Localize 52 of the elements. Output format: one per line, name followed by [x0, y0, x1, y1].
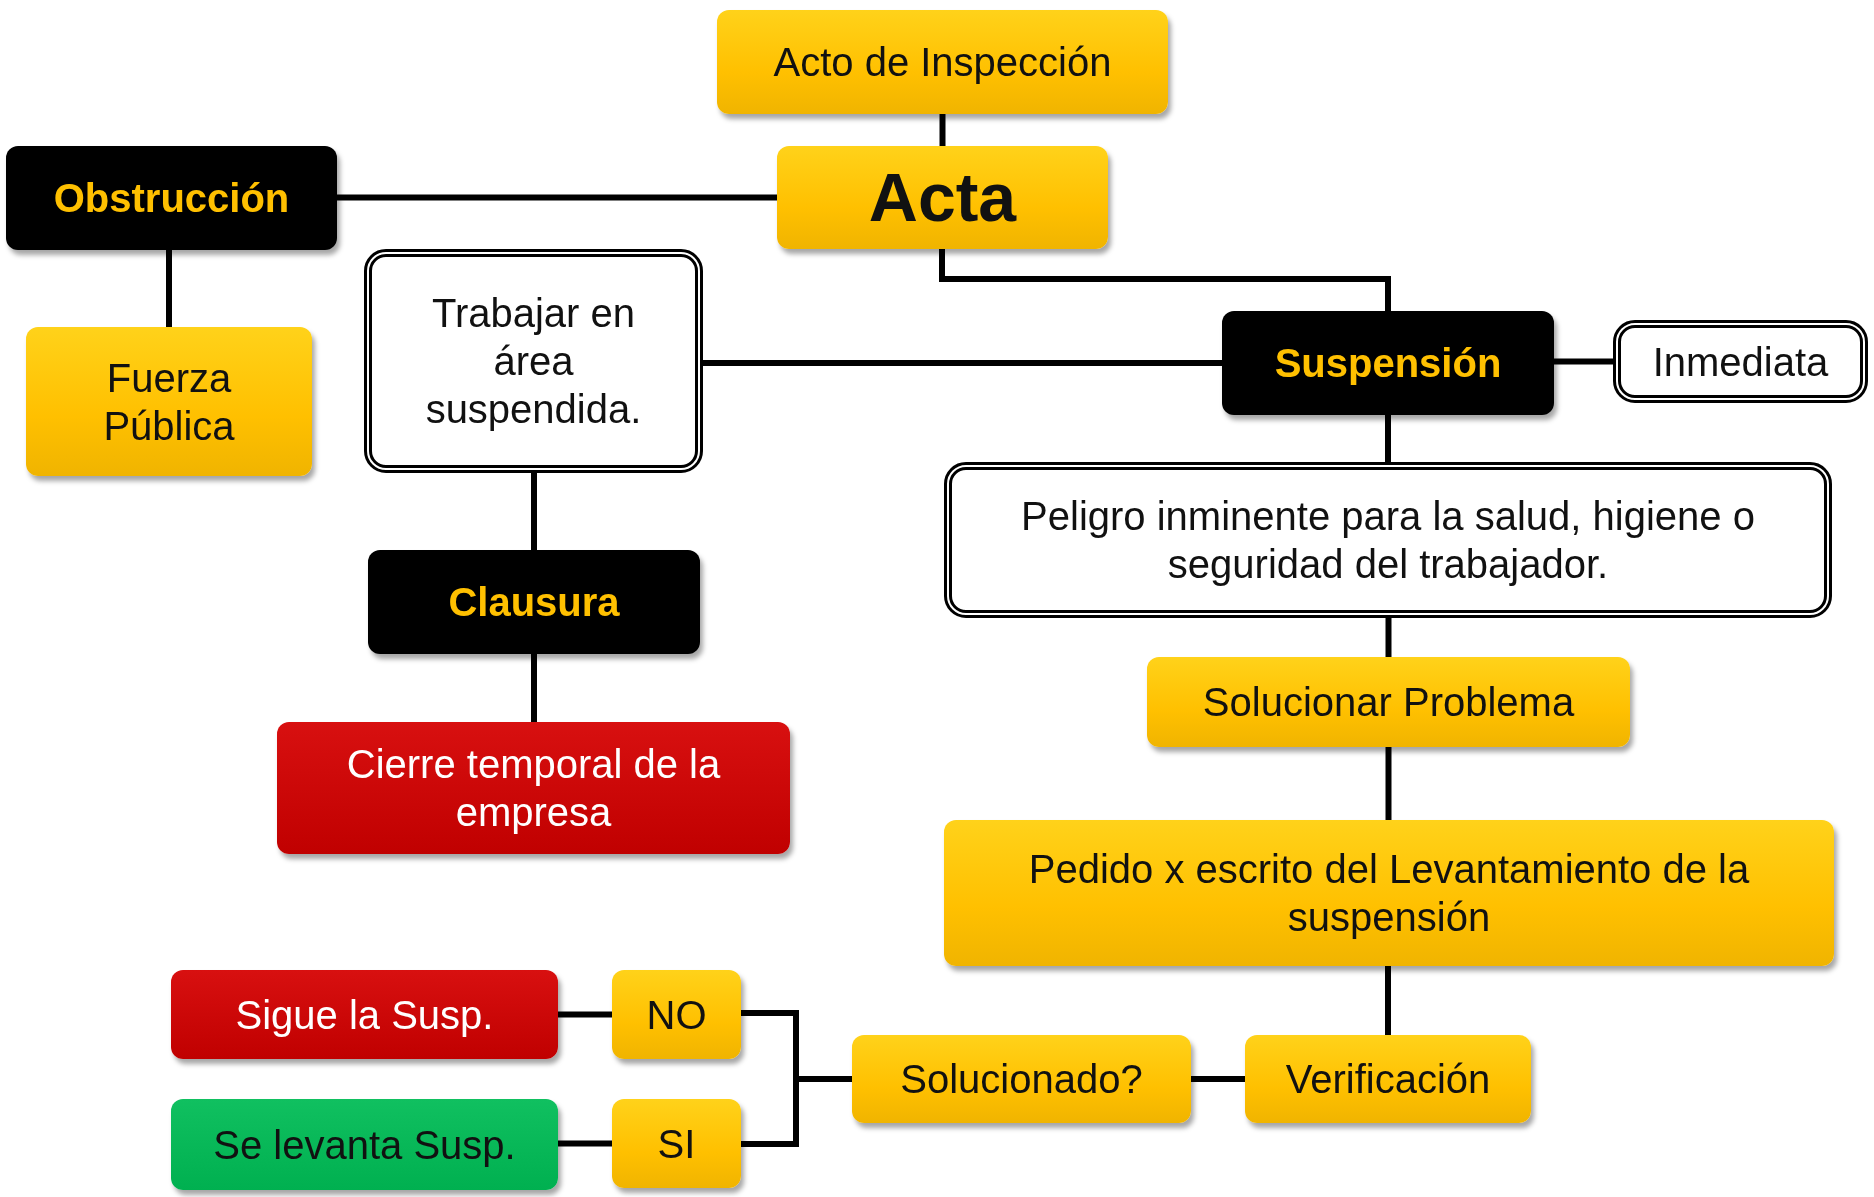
connector-line — [531, 473, 537, 550]
process-box — [852, 1035, 1191, 1123]
connector-line — [703, 360, 1222, 366]
connector-line — [939, 249, 1391, 311]
box-label: Inmediata — [1652, 338, 1829, 386]
box-label: Acta — [868, 157, 1017, 237]
process-box — [777, 146, 1108, 249]
box-label: Fuerza Pública — [102, 354, 236, 450]
connector-line — [1385, 966, 1391, 1035]
category-box — [1222, 311, 1554, 415]
category-box — [368, 550, 700, 654]
outcome-box — [171, 970, 558, 1059]
box-label: Clausura — [448, 579, 620, 626]
box-label: Peligro inminente para la salud, higiene o seguridad del trabajador. — [1020, 493, 1756, 588]
category-box — [6, 146, 337, 250]
box-label: SI — [657, 1120, 696, 1168]
outcome-box — [277, 722, 790, 854]
box-label: Sigue la Susp. — [235, 991, 494, 1039]
box-label: Solucionar Problema — [1202, 679, 1575, 726]
connector-line — [558, 1011, 612, 1018]
connector-line — [939, 114, 946, 146]
box-label: NO — [646, 991, 707, 1039]
process-box — [1147, 657, 1630, 747]
connector-line — [1554, 358, 1613, 365]
box-label: Obstrucción — [53, 175, 290, 222]
process-box — [717, 10, 1168, 114]
condition-box — [1613, 320, 1868, 403]
process-box — [612, 1099, 741, 1188]
condition-box — [364, 249, 703, 473]
condition-box — [944, 462, 1832, 618]
process-box — [944, 820, 1834, 966]
process-box — [1245, 1035, 1531, 1123]
process-box — [612, 970, 741, 1059]
box-label: Trabajar en área suspendida. — [424, 290, 643, 433]
process-box — [26, 327, 312, 476]
box-label: Se levanta Susp. — [213, 1121, 516, 1169]
box-label: Pedido x escrito del Levantamiento de la suspensión — [1027, 846, 1751, 941]
connector-line — [558, 1140, 612, 1147]
outcome-box — [171, 1099, 558, 1190]
connector-line — [741, 1076, 852, 1147]
box-label: Solucionado? — [900, 1056, 1143, 1103]
box-label: Suspensión — [1274, 340, 1502, 387]
connector-line — [1385, 747, 1392, 820]
box-label: Acto de Inspección — [773, 39, 1112, 86]
connector-line — [531, 654, 537, 722]
connector-line — [1385, 415, 1391, 462]
connector-line — [1385, 618, 1392, 657]
connector-line — [337, 194, 777, 201]
connector-line — [1191, 1076, 1245, 1082]
box-label: Cierre temporal de la empresa — [345, 741, 722, 836]
box-label: Verificación — [1285, 1056, 1491, 1103]
connector-line — [166, 250, 172, 327]
